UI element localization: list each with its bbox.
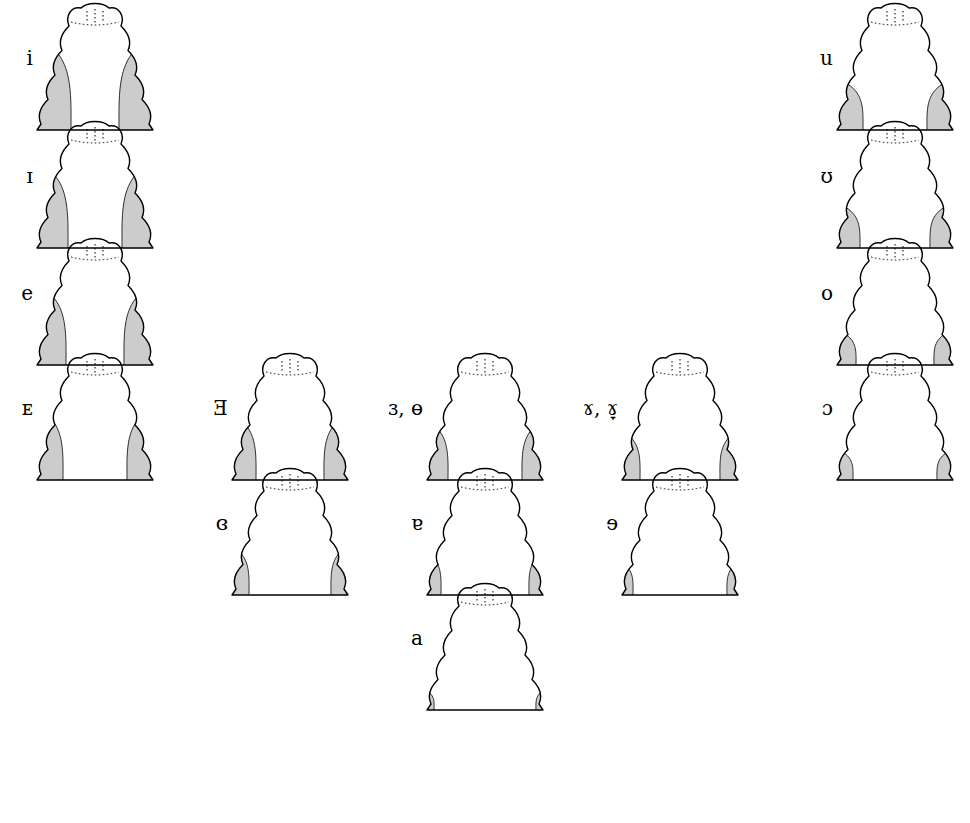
lip-shape	[5, 122, 185, 251]
lip-shape	[200, 354, 380, 483]
vowel-symbol: u	[820, 48, 833, 68]
vowel-symbol: Ǝ	[213, 398, 228, 418]
lip-shape	[805, 122, 970, 251]
lip-shape	[590, 469, 770, 598]
lip-shape	[395, 584, 575, 713]
vowel-symbol: o	[821, 283, 833, 303]
vowel-symbol: ʊ	[821, 166, 833, 186]
vowel-symbol: ɐ	[411, 513, 423, 533]
lip-shape	[5, 239, 185, 368]
vowel-symbol: ᴇ	[22, 398, 33, 418]
lip-shape	[805, 354, 970, 483]
lip-shape	[5, 354, 185, 483]
vowel-symbol: ɤ, ɤ̞	[583, 398, 618, 418]
vowel-symbol: ɜ, ɵ	[388, 398, 423, 418]
vowel-symbol: a	[411, 628, 423, 648]
vowel-symbol: ɞ	[216, 513, 228, 533]
vowel-symbol: ɪ	[27, 166, 33, 186]
vowel-symbol: ɔ	[822, 398, 833, 418]
vowel-symbol: i	[27, 48, 33, 68]
lip-shape	[200, 469, 380, 598]
lip-shape	[395, 469, 575, 598]
lip-shape	[5, 4, 185, 133]
lip-shape	[805, 4, 970, 133]
vowel-symbol: ɘ	[606, 513, 618, 533]
lip-shape	[805, 239, 970, 368]
vowel-symbol: e	[21, 283, 33, 303]
